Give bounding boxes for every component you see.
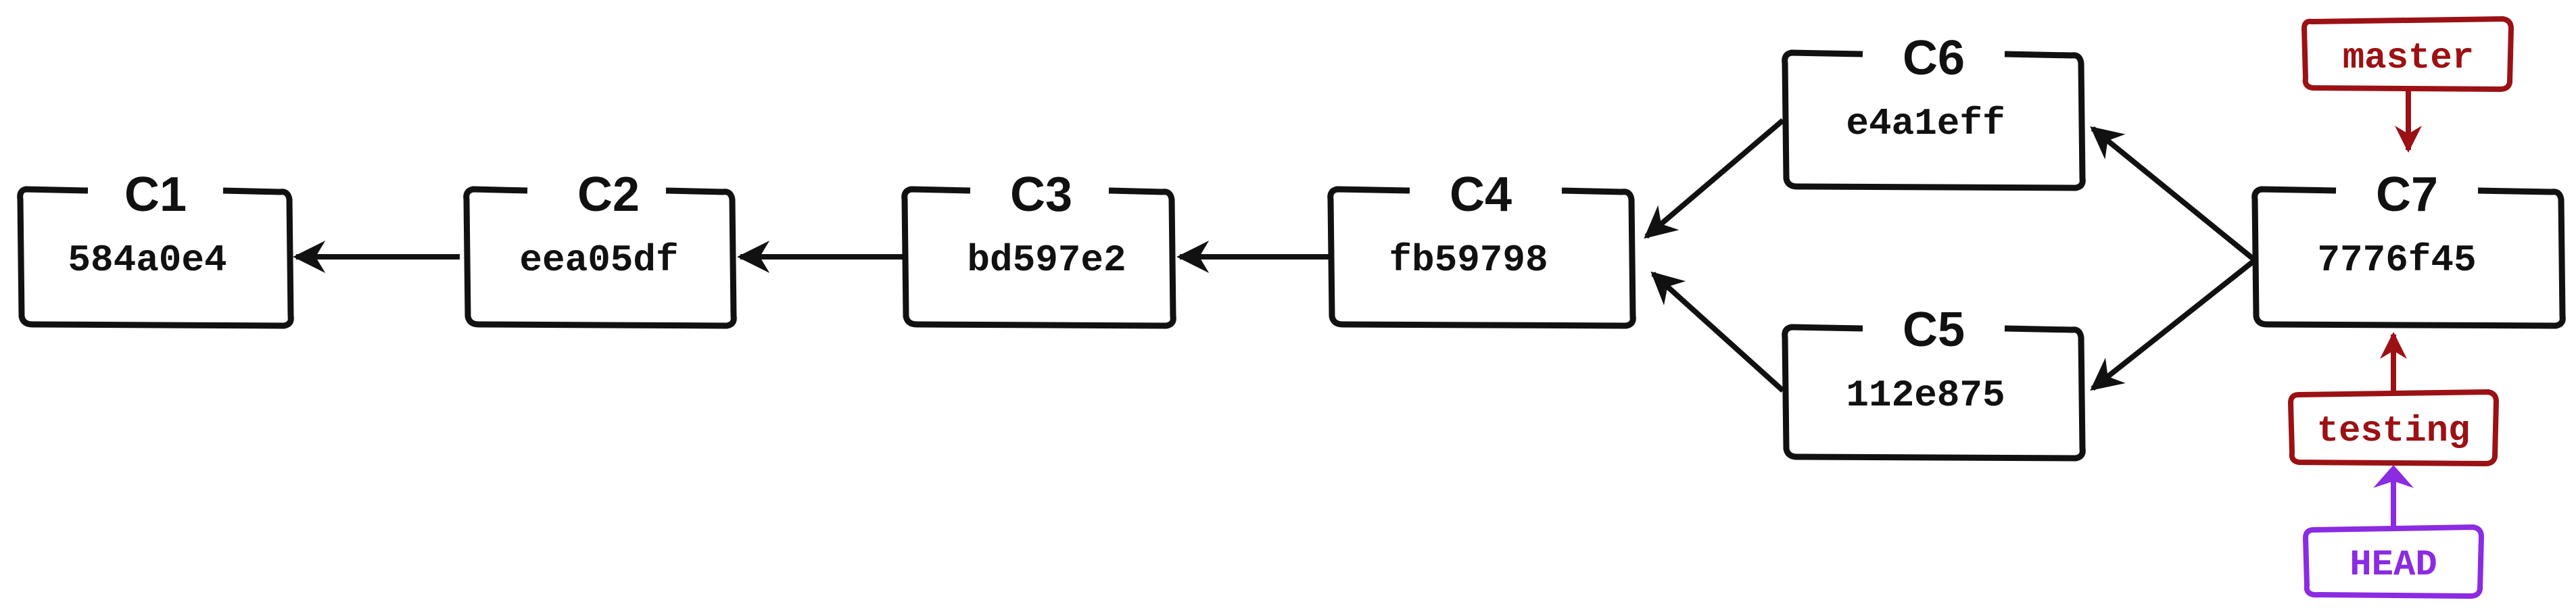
- commit-hash: fb59798: [1389, 239, 1548, 282]
- commit-title: C6: [1903, 31, 1965, 85]
- commit-box: [17, 186, 294, 329]
- edge-c6-to-c4: [1644, 118, 1785, 239]
- commit-hash: 112e875: [1846, 374, 2005, 417]
- commit-title: C1: [124, 168, 187, 222]
- commit-hash: bd597e2: [967, 239, 1126, 282]
- ref-box: [2303, 524, 2484, 599]
- commit-edges: [293, 118, 2257, 393]
- commit-box: [901, 186, 1176, 329]
- commit-hash: 7776f45: [2317, 239, 2476, 282]
- commit-box: [1782, 49, 2086, 191]
- commit-title: C4: [1450, 168, 1512, 222]
- commit-box: [463, 186, 737, 329]
- ref-arrowhead: [2373, 465, 2414, 488]
- ref-label: HEAD: [2350, 545, 2437, 586]
- ref-box: [2301, 16, 2514, 92]
- commit-hash: e4a1eff: [1846, 102, 2005, 145]
- commit-c3[interactable]: C3 bd597e2: [901, 168, 1176, 329]
- commit-c1[interactable]: C1 584a0e4: [17, 168, 294, 329]
- commit-title: C2: [577, 168, 640, 222]
- commit-title: C7: [2376, 168, 2438, 222]
- commit-hash: 584a0e4: [68, 239, 226, 282]
- commit-c5[interactable]: C5 112e875: [1782, 303, 2086, 462]
- ref-master[interactable]: master: [2301, 16, 2514, 153]
- commit-c2[interactable]: C2 eea05df: [463, 168, 737, 329]
- ref-box: [2288, 389, 2499, 466]
- commit-box: [1782, 324, 2086, 462]
- commit-box: [2251, 186, 2566, 329]
- commit-c4[interactable]: C4 fb59798: [1327, 168, 1636, 329]
- edge-c5-to-c4: [1650, 271, 1785, 393]
- ref-label: testing: [2317, 411, 2471, 452]
- commit-title: C5: [1903, 303, 1965, 357]
- commit-title: C3: [1010, 168, 1072, 222]
- commit-box: [1327, 186, 1636, 329]
- ref-head[interactable]: HEAD: [2303, 465, 2484, 599]
- commit-c6[interactable]: C6 e4a1eff: [1782, 31, 2086, 191]
- commit-c7[interactable]: C7 7776f45: [2251, 168, 2566, 329]
- commit-hash: eea05df: [519, 239, 678, 282]
- edge-c7-to-c5: [2090, 257, 2257, 391]
- ref-label: master: [2343, 38, 2474, 79]
- edge-c7-to-c6: [2090, 126, 2257, 263]
- ref-testing[interactable]: testing: [2288, 332, 2499, 466]
